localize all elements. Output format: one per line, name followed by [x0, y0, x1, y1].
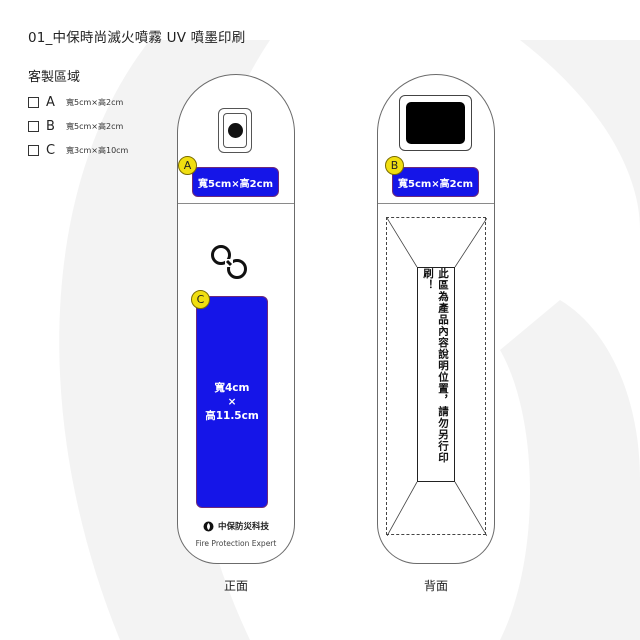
option-b-letter: B	[46, 118, 55, 134]
print-area-a[interactable]: 寬5cm×高2cm	[192, 167, 279, 197]
print-area-c-line2: ×	[227, 396, 237, 408]
print-area-c-line1: 寬4cm	[214, 382, 250, 394]
print-area-a-label: 寬5cm×高2cm	[198, 178, 273, 190]
brand-name: 中保防災科技	[217, 522, 269, 532]
option-c-dims: 寬3cm×高10cm	[66, 145, 129, 155]
checkbox-c[interactable]	[28, 144, 39, 156]
product-info-notice-text: 此區為產品內容說明位置，請勿另行印刷！	[422, 268, 449, 464]
front-caption: 正面	[223, 579, 248, 593]
infinity-loop-icon	[211, 245, 247, 279]
bottle-back: 寬5cm×高2cm B 此區為產品內容說明位置，請勿另行印刷！	[377, 74, 495, 564]
print-area-b-label: 寬5cm×高2cm	[398, 178, 473, 190]
option-a-dims: 寬5cm×高2cm	[66, 97, 124, 107]
bottle-front: 寬5cm×高2cm A 寬4cm × 高11.5cm C 中保防災科技 Fire…	[177, 74, 295, 564]
brand-row: 中保防災科技	[178, 520, 294, 532]
page-title: 01_中保時尚滅火噴霧 UV 噴墨印刷	[28, 30, 246, 46]
option-a[interactable]: A 寬5cm×高2cm	[28, 94, 123, 110]
option-b-dims: 寬5cm×高2cm	[66, 121, 124, 131]
option-a-letter: A	[46, 94, 55, 110]
custom-area-heading: 客製區域	[28, 70, 81, 85]
print-area-c-line3: 高11.5cm	[205, 410, 259, 422]
brand-tagline: Fire Protection Expert	[195, 539, 277, 548]
product-info-area: 此區為產品內容說明位置，請勿另行印刷！	[386, 217, 487, 536]
spray-nozzle-icon	[218, 108, 252, 153]
shoulder-line	[378, 203, 494, 204]
badge-c: C	[191, 290, 210, 309]
checkbox-b[interactable]	[28, 120, 39, 132]
checkbox-a[interactable]	[28, 96, 39, 108]
option-b[interactable]: B 寬5cm×高2cm	[28, 118, 123, 134]
print-area-c[interactable]: 寬4cm × 高11.5cm	[196, 296, 268, 508]
placeholder-lines	[387, 218, 487, 536]
option-c[interactable]: C 寬3cm×高10cm	[28, 142, 128, 158]
badge-a: A	[178, 156, 197, 175]
print-area-b[interactable]: 寬5cm×高2cm	[392, 167, 479, 197]
nozzle-window-icon	[399, 95, 472, 151]
badge-b: B	[385, 156, 404, 175]
product-info-notice: 此區為產品內容說明位置，請勿另行印刷！	[417, 267, 455, 482]
shoulder-line	[178, 203, 294, 204]
shield-logo-icon	[203, 521, 214, 531]
option-c-letter: C	[46, 142, 56, 158]
back-caption: 背面	[423, 579, 448, 593]
